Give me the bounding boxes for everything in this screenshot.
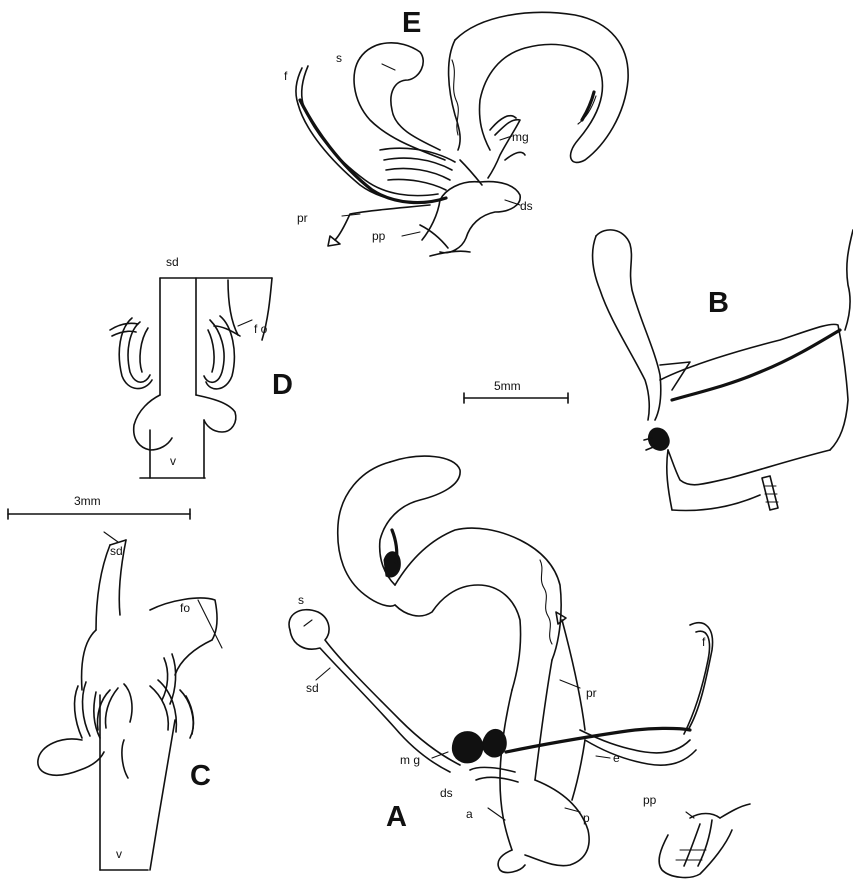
scale-bar-5mm: 5mm [464, 379, 568, 403]
label-e-pr: pr [297, 211, 308, 225]
label-a-s: s [298, 593, 304, 607]
panel-letter-a: A [386, 801, 407, 833]
label-a-mg: m g [400, 753, 420, 767]
label-a-e: e [613, 751, 620, 765]
label-a-ds: ds [440, 786, 453, 800]
label-e-f: f [284, 69, 288, 83]
label-d-sd: sd [166, 255, 179, 269]
panel-d-drawing [110, 278, 272, 478]
scale-bar-5mm-label: 5mm [494, 379, 521, 393]
label-a-sd: sd [306, 681, 319, 695]
label-c-v: v [116, 847, 122, 861]
label-d-fo: f o [254, 322, 268, 336]
label-a-f: f [702, 635, 706, 649]
panel-letter-b: B [708, 287, 729, 319]
label-e-pp: pp [372, 229, 386, 243]
panel-letter-d: D [272, 369, 293, 401]
scale-bar-3mm-label: 3mm [74, 494, 101, 508]
panel-e-drawing [296, 12, 628, 256]
label-c-fo: fo [180, 601, 190, 615]
label-a-pr: pr [586, 686, 597, 700]
label-a-pp: pp [643, 793, 657, 807]
panel-letter-c: C [190, 760, 211, 792]
label-e-s: s [336, 51, 342, 65]
panel-c-drawing [38, 532, 222, 870]
panel-letter-e: E [402, 7, 421, 39]
pp-inset-drawing [659, 804, 750, 877]
label-c-sd: sd [110, 544, 123, 558]
panel-a-drawing [289, 456, 713, 872]
scale-bar-3mm: 3mm [8, 494, 190, 519]
panel-b-drawing [593, 230, 853, 511]
label-a-p: p [583, 811, 590, 825]
label-e-ds: ds [520, 199, 533, 213]
label-d-v: v [170, 454, 176, 468]
label-e-mg: mg [512, 130, 529, 144]
label-a-a: a [466, 807, 473, 821]
